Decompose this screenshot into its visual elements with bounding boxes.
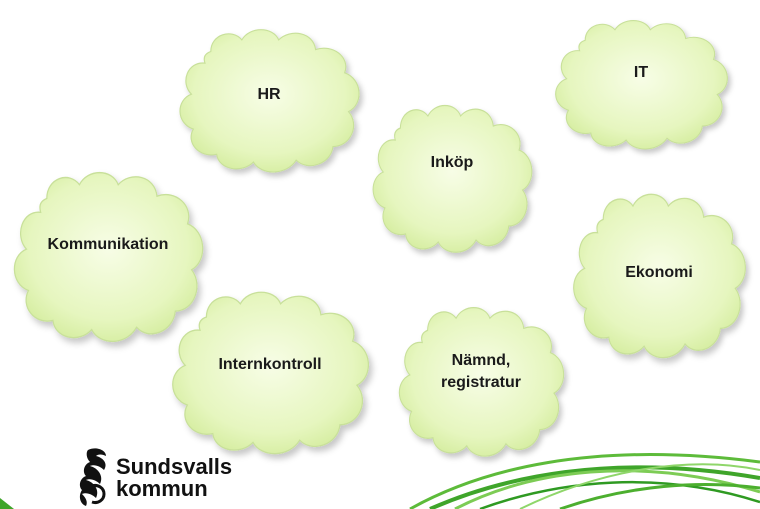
cloud-ekonomi: Ekonomi — [566, 186, 752, 364]
seahorse-emblem-icon — [79, 448, 106, 506]
cloud-label-inkop: Inköp — [430, 154, 474, 171]
logo-line1: Sundsvalls — [116, 454, 233, 479]
cloud-inkop: Inköp — [366, 98, 538, 258]
cloud-kommunikation: Kommunikation — [6, 164, 210, 348]
cloud-label-namnd-line2: registratur — [440, 374, 522, 391]
cloud-label-hr: HR — [257, 86, 281, 103]
cloud-internkontroll: Internkontroll — [164, 284, 376, 460]
cloud-namnd-registratur: Nämnd, registratur — [392, 300, 570, 462]
sundsvalls-kommun-logo: Sundsvalls kommun — [76, 446, 276, 508]
cloud-label-internkontroll: Internkontroll — [218, 356, 322, 373]
logo-wordmark: Sundsvalls kommun — [116, 456, 232, 500]
cloud-label-namnd-line1: Nämnd, — [451, 352, 511, 369]
cloud-label-it: IT — [633, 64, 649, 81]
cloud-hr: HR — [172, 20, 366, 180]
cloud-shape — [366, 98, 538, 258]
cloud-label-ekonomi: Ekonomi — [625, 264, 693, 281]
cloud-label-namnd: Nämnd, registratur — [392, 350, 570, 394]
cloud-it: IT — [548, 14, 734, 154]
logo-line2: kommun — [116, 476, 208, 501]
cloud-label-kommunikation: Kommunikation — [47, 236, 169, 253]
cloud-shape — [548, 14, 734, 154]
